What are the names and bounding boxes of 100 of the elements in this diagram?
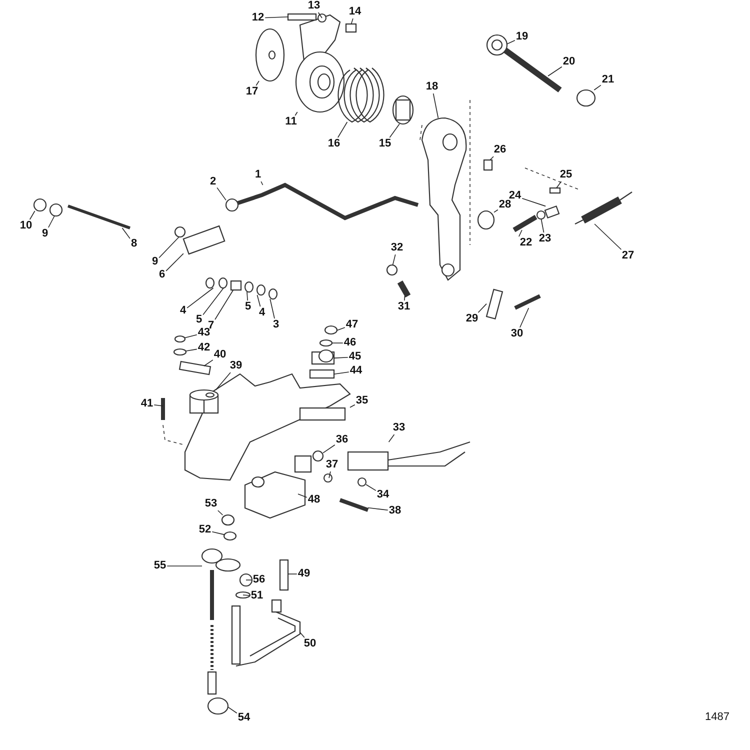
leader-line [392, 254, 396, 266]
leader-line [404, 296, 406, 301]
callout-number: 29 [464, 312, 480, 326]
washer [244, 281, 254, 293]
leader-line [594, 84, 602, 90]
bushing [294, 450, 324, 473]
callout-number: 23 [538, 232, 552, 246]
nut [174, 335, 186, 343]
bushing [230, 280, 242, 291]
screw [357, 477, 367, 487]
leader-line [556, 181, 562, 188]
nut [324, 325, 338, 335]
washer [205, 277, 215, 289]
drawing-number: 1487 [705, 711, 730, 723]
leader-line [215, 372, 231, 390]
callout-number: 13 [306, 0, 322, 12]
bushing [207, 697, 229, 715]
lever [421, 117, 467, 281]
callout-number: 46 [342, 336, 358, 350]
plate [178, 360, 212, 376]
callout-number: 27 [620, 250, 636, 262]
washer [319, 339, 333, 347]
bolt [512, 214, 538, 232]
leader-line [298, 494, 308, 498]
leader-line [432, 93, 439, 118]
block [244, 471, 306, 519]
leader-line [216, 187, 226, 201]
leader-line [350, 404, 356, 408]
callout-number: 18 [424, 80, 440, 94]
callout-number: 6 [158, 268, 166, 282]
callout-number: 25 [558, 168, 574, 182]
switch [347, 441, 470, 471]
leader-line [154, 404, 164, 406]
leader-line [366, 484, 376, 491]
leader-line [318, 12, 322, 18]
leader-line [494, 209, 498, 213]
washer [256, 284, 266, 296]
callout-number: 37 [324, 458, 340, 472]
callout-number: 50 [302, 638, 318, 650]
leader-line [332, 342, 344, 344]
leader-line [368, 507, 388, 511]
callout-number: 51 [250, 590, 264, 602]
washer [218, 277, 228, 289]
callout-number: 5 [244, 300, 252, 314]
lever-arm [295, 14, 345, 113]
callout-number: 42 [196, 342, 212, 354]
leader-line [264, 16, 288, 18]
leader-line [350, 18, 354, 24]
nut [221, 514, 235, 526]
washer [49, 203, 63, 217]
leader-line [389, 124, 400, 138]
leader-line [270, 298, 275, 319]
leader-line [520, 308, 530, 328]
leader-line [246, 292, 248, 301]
callout-number: 21 [600, 74, 616, 86]
rod [237, 182, 419, 220]
callout-number: 45 [348, 350, 362, 364]
leader-line [328, 471, 331, 478]
bushing [392, 95, 414, 125]
callout-number: 3 [272, 318, 280, 332]
nut [268, 288, 278, 300]
washer [235, 591, 251, 599]
rod [201, 548, 241, 695]
callout-number: 4 [178, 304, 188, 318]
screw [397, 280, 411, 298]
callout-number: 52 [198, 524, 212, 536]
spring [338, 67, 384, 123]
callout-number: 22 [518, 236, 534, 250]
callout-number: 20 [562, 56, 576, 68]
spring [279, 559, 289, 591]
callout-number: 34 [376, 488, 390, 502]
callout-number: 28 [498, 198, 512, 212]
callout-number: 49 [296, 568, 312, 580]
callout-number: 14 [348, 6, 362, 18]
leader-line [256, 294, 261, 307]
leader-line [242, 594, 250, 596]
nut [317, 13, 327, 23]
washer [323, 473, 333, 483]
callout-number: 9 [40, 228, 50, 240]
leader-line [204, 360, 214, 366]
callout-number: 1 [254, 168, 262, 182]
leader-line [518, 230, 522, 237]
bolt [68, 204, 130, 230]
leader-line [338, 122, 348, 138]
leader-line [594, 224, 622, 250]
leader-line [388, 434, 395, 442]
callout-number: 17 [244, 86, 260, 98]
callout-number: 54 [236, 712, 252, 724]
washer [255, 28, 285, 82]
leader-line [212, 531, 224, 535]
leader-line [300, 632, 305, 638]
callout-number: 16 [326, 138, 342, 150]
leader-line [260, 181, 264, 186]
block [189, 389, 219, 414]
leader-line [184, 334, 198, 338]
bushing [477, 210, 495, 230]
leader-line [490, 156, 494, 160]
nut [33, 198, 47, 212]
leader-line [166, 253, 184, 272]
callout-number: 4 [258, 306, 266, 320]
